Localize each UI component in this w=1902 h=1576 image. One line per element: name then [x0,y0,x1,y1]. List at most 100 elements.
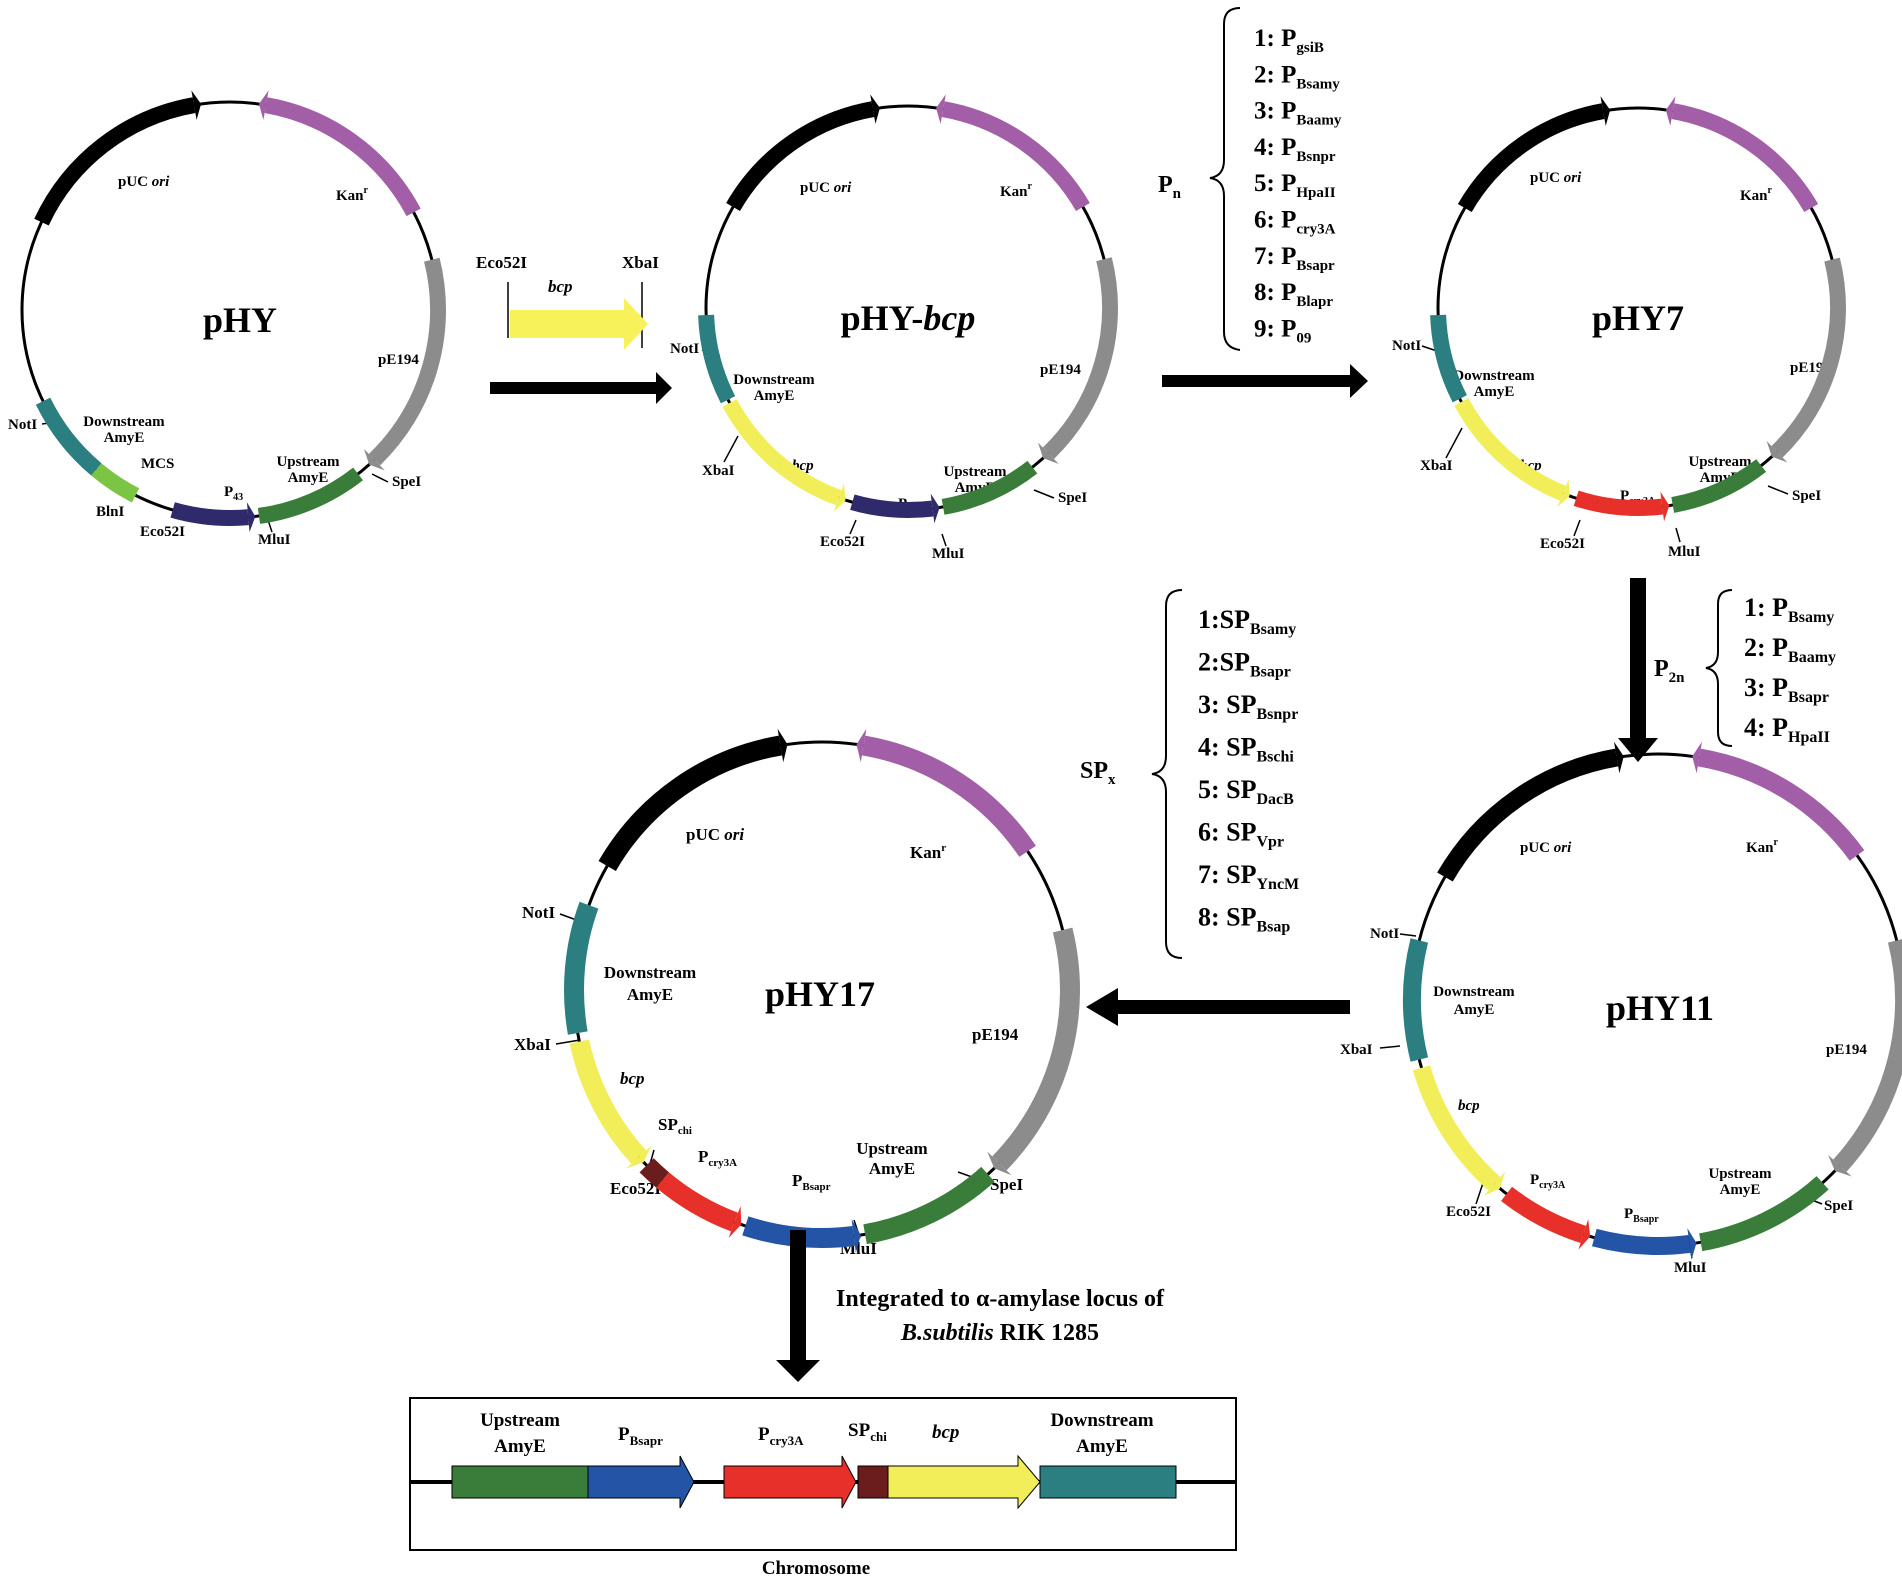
p43-segment [850,494,934,518]
list-item-subscript: Blapr [1296,294,1333,310]
upstream-amye-segment [1671,459,1767,513]
upstream-amye-segment [1699,1176,1829,1252]
spchi-label: SPchi [658,1115,692,1137]
integration-caption-line2: B.subtilis RIK 1285 [900,1320,1099,1346]
chr-bcp-arrow [887,1454,1041,1510]
downstream-amye-label-2: AmyE [1454,1002,1495,1018]
ori-segment [726,101,875,212]
chr-bcp-label: bcp [932,1422,959,1443]
pe194-segment-head [987,1151,1012,1176]
list-item: 6: SPVpr [1198,818,1284,851]
insert-gene-label: bcp [548,277,573,296]
list-item-subscript: Bsnpr [1296,149,1336,165]
ori-segment [1437,748,1619,882]
list-item-prefix: 9: P [1254,315,1296,342]
chr-pcry3a-arrow [723,1455,857,1509]
xbai-site-label: XbaI [702,463,735,479]
pe194-segment [1042,257,1118,459]
arrow-phy7-to-phy11 [1618,578,1658,762]
chr-upstream-amye [451,1465,589,1499]
pbsapr-label: PBsapr [1624,1206,1659,1225]
ori-segment-head [1614,741,1624,774]
bcp-segment [1454,398,1567,501]
pbsapr-label: PBsapr [792,1171,831,1193]
upstream-amye-label-1: Upstream [1688,454,1752,470]
list-item: 7: SPYncM [1198,860,1299,893]
list-item: 8: PBlapr [1254,279,1333,310]
pe194-segment [1771,257,1846,458]
mcs-label: MCS [141,456,174,472]
chr-pcry3a-label: Pcry3A [758,1424,804,1448]
chr-downstream-label-1: Downstream [1050,1410,1153,1431]
downstream-amye-label-1: Downstream [1453,368,1535,384]
eco52i-site-tick [1573,519,1581,537]
pe194-segment-head [1766,440,1788,463]
insert-gene-arrow [510,298,648,350]
xbai-site-tick [1445,427,1463,459]
downstream-amye-label-1: Downstream [733,372,815,388]
list-item-subscript: Baamy [1296,113,1342,129]
eco52i-site-label: Eco52I [820,534,865,550]
list-item-prefix: 4: SP [1198,733,1257,762]
list-item-subscript: HpaII [1788,729,1830,746]
xbai-site-tick [723,435,739,463]
xbai-site-tick [1379,1045,1401,1049]
arrow-phy11-to-phy17 [1086,988,1350,1026]
mlui-site-tick [1675,527,1681,543]
list-item-subscript: Bsapr [1296,258,1335,274]
list-item: 1: PgsiB [1254,25,1324,56]
list-item-prefix: 5: SP [1198,775,1257,804]
downstream-amye-segment [1430,314,1467,403]
list-item-prefix: 2: P [1744,633,1788,662]
chromosome-caption: Chromosome [762,1558,870,1576]
pe194-label: pE194 [972,1025,1019,1044]
upstream-amye-label-1: Upstream [276,454,340,470]
arrow-phy-to-phybcp [490,372,672,404]
list-item: 3: PBaamy [1254,98,1342,129]
pe194-segment [368,257,446,466]
list-item-subscript: Bschi [1257,749,1295,766]
upstream-amye-segment [941,460,1038,515]
eco52i-site-label: Eco52I [140,524,185,540]
kan-label: Kanr [1746,837,1779,856]
bcp-segment [569,1039,647,1164]
list-item-prefix: 7: SP [1198,860,1257,889]
pcry3a-label: Pcry3A [1530,1172,1566,1191]
list-item-prefix: 7: P [1254,243,1296,270]
p43-segment-head [246,502,256,533]
list-item-subscript: gsiB [1296,40,1324,56]
p2n-label: P2n [1654,656,1685,686]
insert-right-site: XbaI [622,253,659,272]
pcry3a-segment [656,1172,739,1232]
plasmid-title: pHY-bcp [841,298,976,338]
p43-segment-head [930,493,940,524]
list-item-prefix: 8: P [1254,279,1296,306]
bcp-segment [722,399,842,506]
noti-site-label: NotI [1370,926,1399,942]
plasmid-phy7: pHY7 pUC ori Kanr pE194 Upstream AmyE Sp… [1392,96,1846,560]
process-arrows [490,364,1658,1382]
mlui-site-label: MluI [932,546,965,562]
list-item-subscript: Bsapr [1788,689,1829,706]
list-item-prefix: 5: P [1254,170,1296,197]
list-item: 5: SPDacB [1198,775,1294,808]
ori-segment-head [191,90,202,120]
pn-brace [1209,7,1241,351]
list-item-subscript: Bsap [1257,919,1291,936]
pe194-segment [992,927,1080,1171]
plasmid-title: pHY11 [1606,988,1714,1028]
spei-site-label: SpeI [1792,488,1821,504]
mlui-site-label: MluI [1674,1260,1707,1276]
chr-pbsapr-label: PBsapr [618,1424,663,1448]
pn-label: Pn [1158,172,1182,202]
downstream-amye-segment [698,314,736,404]
list-item-subscript: Bsamy [1788,609,1834,626]
bcp-segment-head [626,1145,652,1169]
kan-label: Kanr [1000,181,1033,200]
spx-label: SPx [1080,758,1116,788]
